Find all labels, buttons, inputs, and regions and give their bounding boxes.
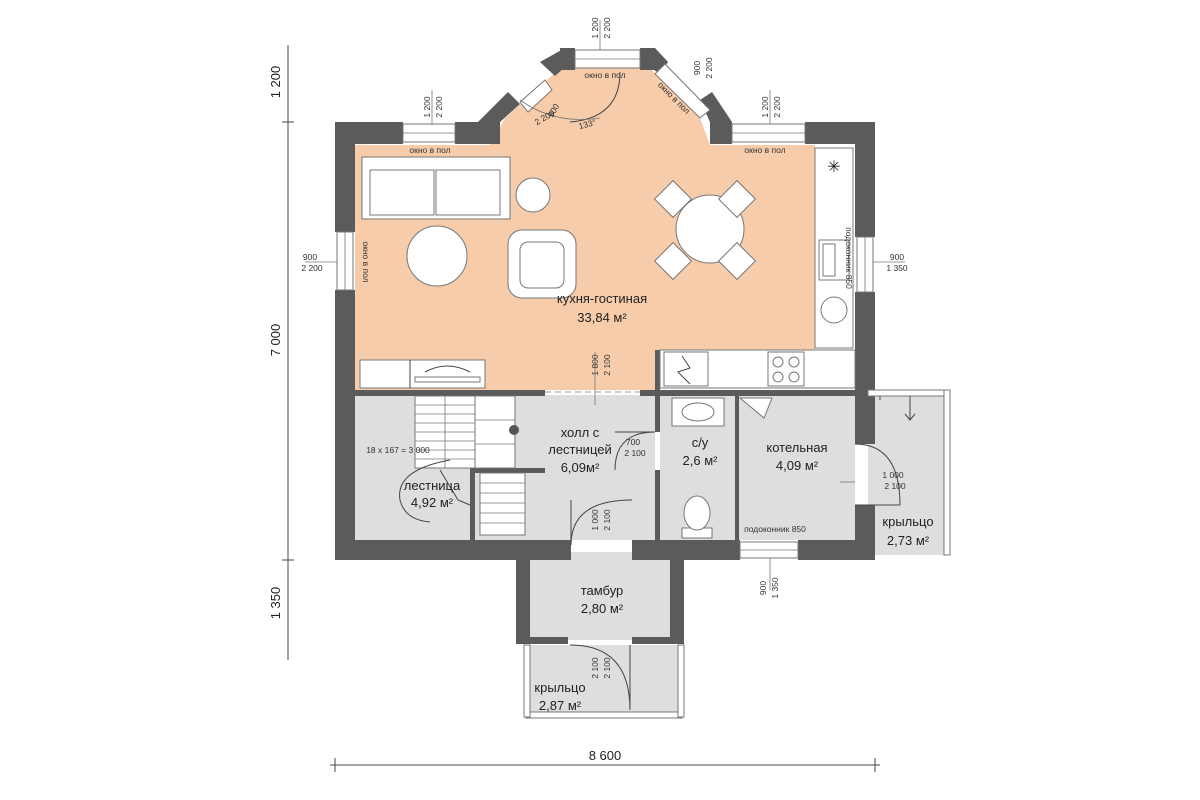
door-dim-bathroom-1: 700 [626,437,640,447]
door-dim-entry-1: 2 100 [590,657,600,679]
win-dim-top-right-1: 1 200 [760,96,770,118]
room-porch-side-name: крыльцо [882,514,933,529]
dimension-lines [282,20,905,772]
win-dim-right-2: 1 350 [886,263,908,273]
win-dim-bottom-2: 1 350 [770,577,780,599]
sill-label: подоконник 850 [744,524,806,534]
floors [355,68,946,715]
win-dim-bay-top-1: 1 200 [590,17,600,39]
sill-label: подоконник 850 [844,227,854,289]
side-table [515,177,551,213]
dim-left-mid: 7 000 [268,324,283,357]
win-dim-top-left-1: 1 200 [422,96,432,118]
floor-window-label: окно в пол [584,70,625,80]
labels: кухня-гостиная 33,84 м² холл с лестницей… [268,17,934,763]
room-kitchen-living-area: 33,84 м² [577,310,627,325]
win-dim-bottom-1: 900 [758,581,768,595]
room-hall-name2: лестницей [548,442,612,457]
floor-window-label: окно в пол [409,145,450,155]
room-bathroom-name: с/у [692,435,709,450]
room-stairs-name: лестница [404,478,461,493]
win-dim-bay-right-1: 900 [692,61,702,75]
room-vestibule-area: 2,80 м² [581,601,624,616]
walls [335,48,875,644]
coffee-table [406,225,468,287]
room-boiler-name: котельная [766,440,827,455]
win-dim-left-1: 900 [303,252,317,262]
dim-overall-width: 8 600 [589,748,622,763]
door-dim-bathroom-2: 2 100 [624,448,646,458]
room-bathroom-area: 2,6 м² [683,453,719,468]
vestibule-floor [530,552,670,640]
dining-chair [653,241,693,281]
win-dim-bay-top-2: 2 200 [602,17,612,39]
floor-window-label: окно в пол [744,145,785,155]
room-vestibule-name: тамбур [581,583,624,598]
win-dim-top-left-2: 2 200 [434,96,444,118]
furniture: ✳ [359,147,856,539]
door-dim-hall-2: 2 100 [602,354,612,376]
boiler-floor [738,395,855,540]
floor-window-label: окно в пол [361,241,371,282]
win-dim-bay-right-2: 2 200 [704,57,714,79]
win-dim-right-1: 900 [890,252,904,262]
win-dim-top-right-2: 2 200 [772,96,782,118]
door-dim-hall-1: 1 800 [590,354,600,376]
dining-chair [717,179,757,219]
dining-chair [717,241,757,281]
room-porch-front-area: 2,87 м² [539,698,582,713]
room-porch-side-area: 2,73 м² [887,533,930,548]
doors [399,71,916,711]
room-stairs-area: 4,92 м² [411,495,454,510]
door-dim-vestibule-2: 2 100 [602,509,612,531]
porch-rails [523,389,951,719]
door-dim-entry-2: 2 100 [602,657,612,679]
door-dim-boiler-1: 1 000 [882,470,904,480]
porch-front-floor [528,645,678,715]
dining-chair [653,179,693,219]
windows [336,49,874,559]
washing-machine [820,296,848,324]
fridge-icon: ✳ [827,159,840,176]
room-boiler-area: 4,09 м² [776,458,819,473]
dim-left-top: 1 200 [268,66,283,99]
door-dim-vestibule-1: 1 000 [590,509,600,531]
room-porch-front-name: крыльцо [534,680,585,695]
boiler-unit [738,397,773,419]
kitchen-living-floor [355,68,815,390]
tv-console [359,359,486,389]
staircase [414,395,526,536]
dim-left-bottom: 1 350 [268,587,283,620]
room-kitchen-living-name: кухня-гостиная [557,291,647,306]
dining-table [675,194,745,264]
room-hall-name1: холл с [561,425,600,440]
room-stairs-steps: 18 x 167 = 3 000 [366,445,430,455]
room-hall-area: 6,09м² [561,460,600,475]
door-dim-boiler-2: 2 100 [884,481,906,491]
porch-side-floor [868,390,946,555]
win-dim-left-2: 2 200 [301,263,323,273]
bay-angle-label: 133° [577,117,597,131]
stove [767,351,805,387]
